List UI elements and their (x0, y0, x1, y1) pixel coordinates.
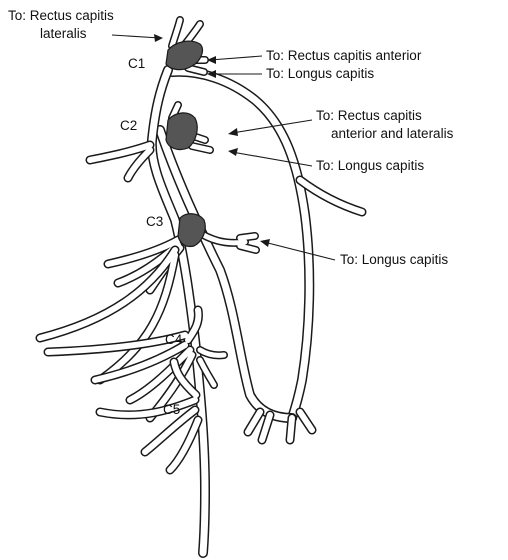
label-c1-longus-capitis: To: Longus capitis (266, 66, 374, 81)
label-c2-rectus-capitis-line2: anterior and lateralis (331, 126, 453, 141)
arrow-c2-rcal (228, 128, 238, 136)
leader-c1-rca (210, 56, 262, 60)
arrow-c1-rca (207, 56, 216, 64)
level-c5: C5 (163, 402, 180, 417)
right-lateral-branch (300, 180, 362, 212)
level-c1: C1 (128, 56, 145, 71)
label-c2-rectus-capitis-line1: To: Rectus capitis (316, 108, 422, 123)
level-c4: C4 (165, 332, 182, 347)
arrow-c2-lc (228, 148, 238, 156)
label-c1-rectus-capitis-anterior: To: Rectus capitis anterior (266, 48, 421, 63)
c2-left-branch (90, 145, 150, 178)
arrow-c3-lc (260, 239, 270, 247)
leader-c3-lc (264, 242, 335, 260)
label-rectus-capitis-lateralis-line1: To: Rectus capitis (8, 8, 114, 23)
arrow-rcl (154, 34, 163, 42)
leader-c2-lc (232, 152, 312, 166)
level-c3: C3 (146, 214, 163, 229)
leader-rcl (112, 35, 160, 38)
label-rectus-capitis-lateralis-line2: lateralis (40, 26, 87, 41)
level-c2: C2 (120, 118, 137, 133)
c2-root (166, 113, 197, 150)
label-c3-longus-capitis: To: Longus capitis (340, 252, 448, 267)
label-c2-longus-capitis: To: Longus capitis (316, 158, 424, 173)
